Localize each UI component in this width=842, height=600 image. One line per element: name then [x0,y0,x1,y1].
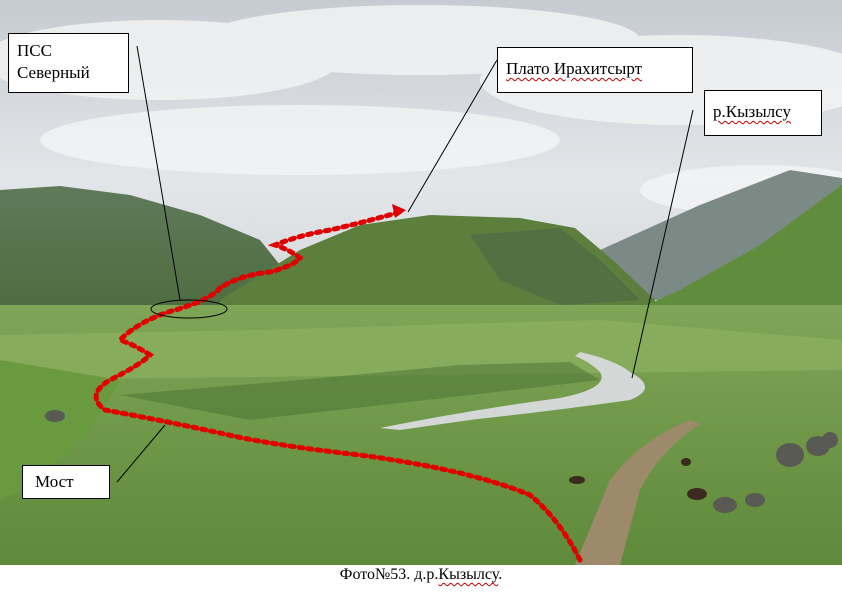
terrace-2 [120,362,600,420]
center-mountain-shade [470,228,640,305]
leader-pss [136,45,181,301]
caption-suffix: . [498,566,503,583]
valley-photo [0,0,842,565]
leader-plateau [407,59,498,213]
dirt-track [575,420,700,565]
label-pss: ПСС Северный [8,33,129,93]
label-bridge-text: Мост [35,472,74,491]
label-plateau: Плато Ирахитсырт [497,47,693,93]
caption-prefix: Фото№53. д.р. [339,566,439,583]
label-plateau-text: Плато Ирахитсырт [506,59,643,78]
label-river-text: р.Кызылсу [713,102,791,121]
caption-place: Кызылсу [438,566,499,583]
label-pss-line1: ПСС [17,41,52,60]
cattle [569,458,707,500]
label-river: р.Кызылсу [704,90,822,136]
photo-caption: Фото№53. д.р.Кызылсу. [0,566,842,584]
right-slope [590,185,842,340]
route-line [93,209,583,563]
label-bridge: Мост [22,465,110,499]
terrace-1 [0,320,842,380]
river [380,352,645,430]
label-pss-line2: Северный [17,63,90,82]
leader-bridge [116,424,166,483]
rocks [45,410,838,513]
leader-river [631,109,694,379]
route-arrowhead [392,204,406,218]
left-mountain [0,186,300,330]
pss-marker-ellipse [150,299,228,319]
